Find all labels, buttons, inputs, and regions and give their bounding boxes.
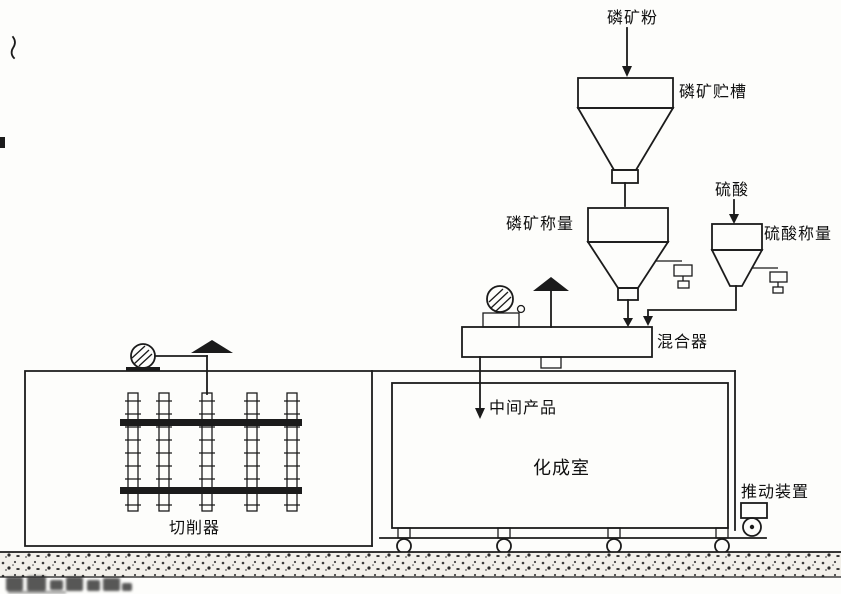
acid-feed: 硫酸 (715, 181, 749, 224)
ground (0, 551, 841, 578)
watermark-artifact (6, 576, 132, 594)
label-mixer: 混合器 (657, 333, 708, 351)
acid-weighing-hopper: 硫酸称量 (643, 223, 832, 326)
mixer: 混合器 (461, 277, 708, 369)
ground-hatch (0, 552, 841, 577)
cutter-motor (126, 340, 233, 395)
scan-artifact-left-edge (0, 137, 5, 148)
cutter-crossbar-top (120, 419, 302, 426)
pusher-wheel (742, 517, 762, 537)
label-ore-powder: 磷矿粉 (607, 9, 658, 27)
wheel (714, 538, 730, 554)
hopper-outlet (617, 287, 639, 301)
pusher: 推动装置 (740, 483, 809, 537)
hopper-valve (611, 169, 639, 184)
arrowhead (622, 66, 632, 77)
cutter: 切削器 (120, 340, 302, 537)
acid-scale-indicator (752, 267, 788, 294)
cutter-slat (244, 392, 260, 512)
wheel-mount (397, 527, 411, 539)
ore-powder-feed: 磷矿粉 (607, 9, 658, 77)
pusher-wheel-hub (749, 524, 755, 530)
mixer-outlet-box (540, 356, 562, 369)
wheel (496, 538, 512, 554)
label-curing-chamber: 化成室 (533, 458, 590, 478)
wheel (396, 538, 412, 554)
label-ore-storage: 磷矿贮槽 (679, 83, 747, 101)
mixer-agitator (533, 277, 569, 328)
wheel-mount (497, 527, 511, 539)
rail-and-wheels (379, 527, 767, 554)
arrowhead (729, 214, 739, 224)
wheel-mount (715, 527, 729, 539)
building-outline (24, 370, 736, 547)
label-acid-weighing: 硫酸称量 (764, 225, 832, 243)
ore-scale-indicator (656, 260, 693, 289)
label-ore-weighing: 磷矿称量 (506, 215, 574, 233)
pusher-body (740, 502, 768, 519)
ore-weighing-hopper: 磷矿称量 (506, 207, 693, 327)
wheel-mount (607, 527, 621, 539)
cutter-drive-cap (191, 340, 233, 353)
intermediate-product-flow: 中间产品 (475, 356, 557, 419)
wheel (606, 538, 622, 554)
arrowhead (475, 408, 485, 419)
ore-storage-hopper: 磷矿贮槽 (576, 77, 747, 207)
mixer-body (461, 326, 653, 358)
label-cutter: 切削器 (169, 519, 220, 537)
acid-pipe (647, 285, 737, 319)
label-intermediate-product: 中间产品 (489, 399, 557, 417)
arrowhead (643, 316, 653, 326)
label-pusher: 推动装置 (741, 483, 809, 501)
scan-artifact-top-left (10, 35, 16, 60)
mixer-motor (482, 285, 526, 328)
label-sulfuric-acid: 硫酸 (715, 181, 749, 199)
curing-chamber: 化成室 (391, 382, 729, 529)
arrowhead (623, 318, 633, 327)
cutter-crossbar-bottom (120, 487, 302, 494)
